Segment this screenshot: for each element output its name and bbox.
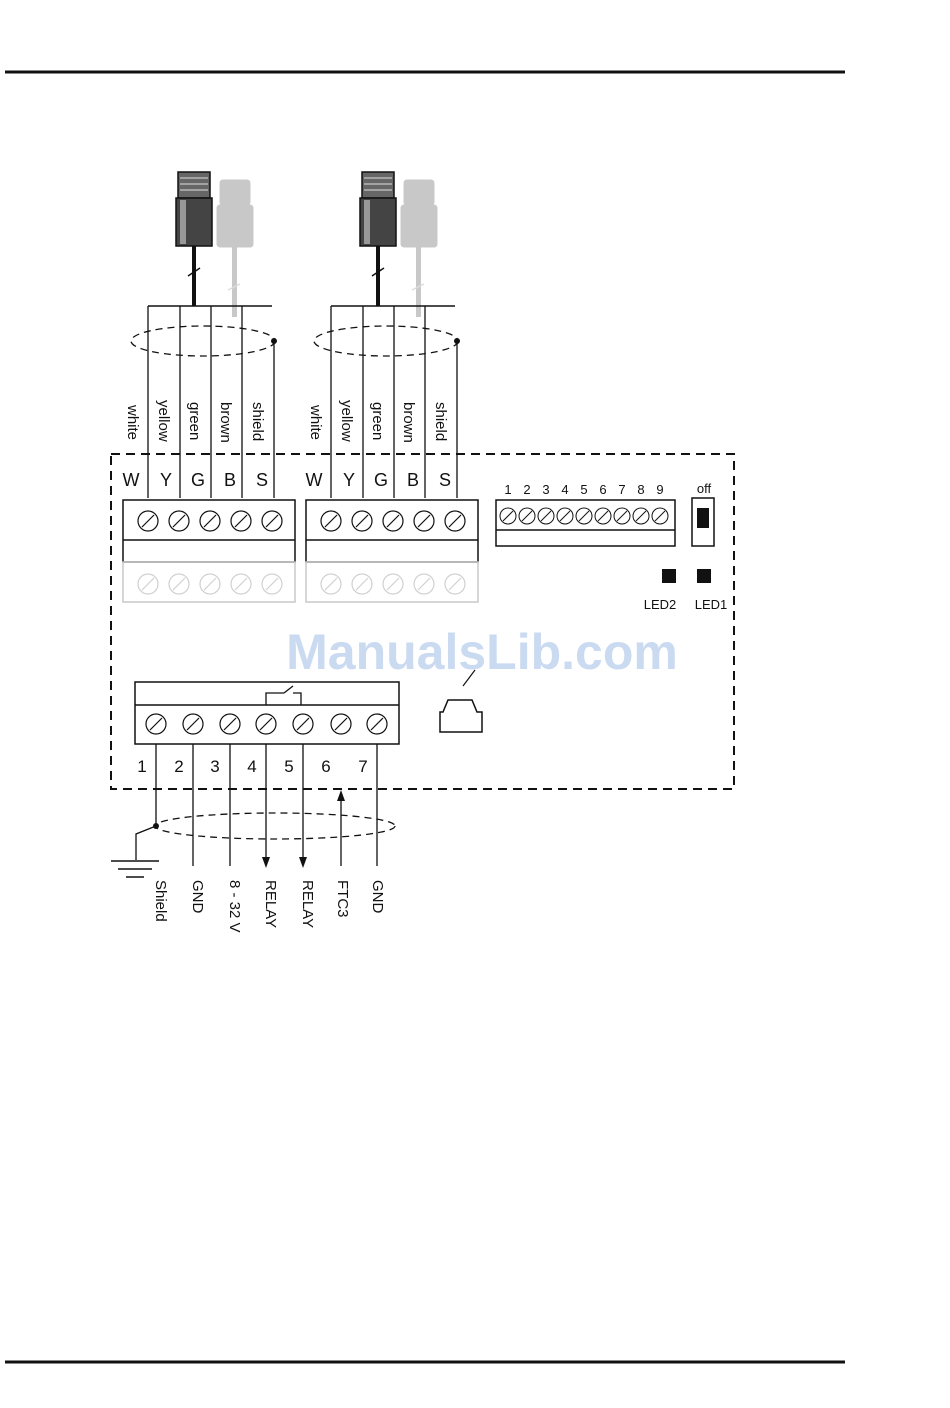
sensor-1-wire-label: brown (217, 402, 234, 443)
relay-arrow-icon (262, 857, 270, 868)
sensor-2-terminal-letter: B (407, 470, 419, 490)
led2-indicator (662, 569, 676, 583)
switch-label: off (697, 481, 712, 496)
sensor-1-ghost (217, 180, 253, 317)
dip-switch-number: 7 (618, 482, 625, 497)
power-terminal-number: 5 (284, 757, 293, 776)
sensor-2-terminal-letter: G (374, 470, 388, 490)
power-wire-label: Shield (152, 880, 169, 922)
sensor-1: white yellow green brown shield W Y G B … (123, 172, 296, 602)
dip-switch-number: 4 (561, 482, 568, 497)
ground-icon (111, 861, 159, 877)
sensor-1-terminal-letter: W (123, 470, 140, 490)
dip-switch-number: 1 (504, 482, 511, 497)
dip-switch-number: 5 (580, 482, 587, 497)
power-wire-label: GND (189, 880, 206, 914)
power-terminal-number: 2 (174, 757, 183, 776)
cable-shield-loop (155, 813, 395, 839)
dip-switch-number: 9 (656, 482, 663, 497)
dip-switch-number: 6 (599, 482, 606, 497)
dip-switch-block: 1 2 3 4 5 6 7 8 9 (496, 482, 675, 546)
power-terminal-number: 7 (358, 757, 367, 776)
power-terminal-number: 4 (247, 757, 256, 776)
sensor-2-ghost (401, 180, 437, 317)
sensor-2-body (360, 172, 396, 306)
sensor-1-wire-label: yellow (155, 400, 172, 442)
slide-switch: off (692, 481, 714, 546)
power-terminal-block: 1 2 3 4 5 6 7 (135, 682, 399, 776)
ftc3-arrow-icon (337, 790, 345, 801)
sensor-2-shield-loop (314, 326, 458, 356)
sensor-2-terminal-letter: S (439, 470, 451, 490)
sensor-2-wire-label: brown (400, 402, 417, 443)
sensor-1-terminal-letter: Y (160, 470, 172, 490)
led-label: LED1 (695, 597, 728, 612)
sensor-1-terminal-letter: B (224, 470, 236, 490)
sensor-2-terminal-letter: W (306, 470, 323, 490)
sensor-2-wire-label: white (307, 404, 324, 440)
power-wire-label: RELAY (299, 880, 316, 928)
power-wire-label: GND (369, 880, 386, 914)
led1-indicator (697, 569, 711, 583)
relay-arrow-icon (299, 857, 307, 868)
sensor-1-wire-label: shield (249, 402, 266, 441)
sensor-1-shield-loop (131, 326, 275, 356)
sensor-1-terminal-letter: S (256, 470, 268, 490)
sensor-1-body (176, 172, 212, 306)
sensor-2: white yellow green brown shield W Y G B … (306, 172, 479, 602)
power-terminal-number: 6 (321, 757, 330, 776)
power-wire-label: RELAY (262, 880, 279, 928)
sensor-2-wire-label: green (369, 402, 386, 440)
power-wire-label: FTC3 (334, 880, 351, 918)
dip-switch-number: 8 (637, 482, 644, 497)
dip-switch-number: 2 (523, 482, 530, 497)
sensor-2-terminal-letter: Y (343, 470, 355, 490)
power-terminal-number: 1 (137, 757, 146, 776)
dip-switch-number: 3 (542, 482, 549, 497)
sensor-1-terminal-letter: G (191, 470, 205, 490)
sensor-1-wire-label: green (186, 402, 203, 440)
watermark: ManualsLib.com (286, 624, 678, 680)
sensor-1-wire-label: white (124, 404, 141, 440)
sensor-2-wire-label: shield (432, 402, 449, 441)
led-label: LED2 (644, 597, 677, 612)
power-terminal-number: 3 (210, 757, 219, 776)
power-wire-label: 8 - 32 V (226, 880, 243, 933)
sensor-2-wire-label: yellow (338, 400, 355, 442)
